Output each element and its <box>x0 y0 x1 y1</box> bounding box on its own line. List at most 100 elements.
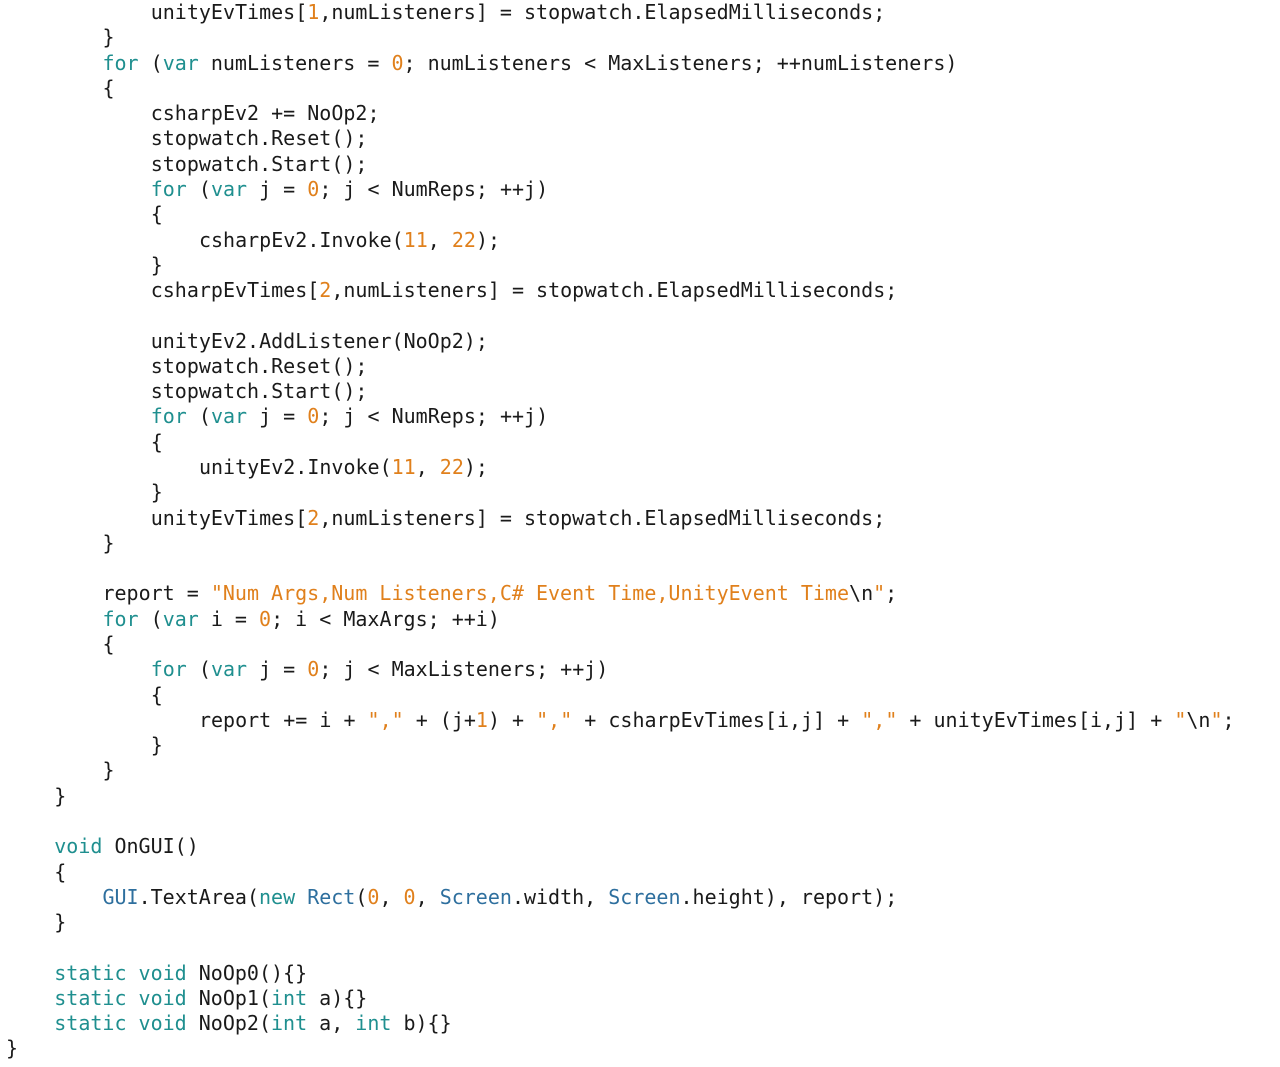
code-line: for (var j = 0; j < MaxListeners; ++j) <box>151 657 609 682</box>
number-token: 0 <box>307 176 320 201</box>
plain-token: csharpEv2.Invoke( <box>198 227 404 252</box>
plain-token: .width, <box>511 884 609 909</box>
code-line: } <box>54 784 66 809</box>
plain-token: ; numListeners < MaxListeners; ++numList… <box>403 50 958 75</box>
keyword-token: for <box>150 404 187 429</box>
code-line: for (var j = 0; j < NumReps; ++j) <box>151 177 548 202</box>
number-token: 22 <box>439 455 464 480</box>
keyword-token: new <box>259 884 296 909</box>
plain-token: ,numListeners] = stopwatch.ElapsedMillis… <box>331 278 898 303</box>
code-line: { <box>151 430 163 455</box>
number-token: 2 <box>319 278 332 303</box>
type-token: Screen <box>608 884 681 909</box>
string-token: "Num Args,Num Listeners,C# Event Time,Un… <box>210 581 850 606</box>
keyword-token: static <box>54 1011 127 1036</box>
plain-token: stopwatch.Start(); <box>150 151 368 176</box>
code-line: } <box>6 1036 18 1061</box>
number-token: 2 <box>307 505 320 530</box>
plain-token: , <box>415 884 440 909</box>
plain-token: ); <box>475 227 501 252</box>
code-line: { <box>151 683 163 708</box>
keyword-token: void <box>138 985 187 1010</box>
plain-token: stopwatch.Reset(); <box>150 353 368 378</box>
code-line: } <box>151 733 163 758</box>
plain-token: .height), report); <box>680 884 898 909</box>
plain-token: ; <box>885 581 898 606</box>
type-token: GUI <box>102 884 139 909</box>
escape-token: \n <box>849 581 874 606</box>
string-token: "," <box>536 707 573 732</box>
plain-token: unityEv2.Invoke( <box>198 455 392 480</box>
plain-token: + csharpEvTimes[i,j] + <box>572 707 862 732</box>
plain-token: NoOp0(){} <box>186 960 308 985</box>
code-line: } <box>151 253 163 278</box>
plain-token <box>126 1011 138 1035</box>
plain-token: ; i < MaxArgs; ++i) <box>271 606 500 631</box>
code-line: void OnGUI() <box>54 834 199 859</box>
code-line: unityEv2.AddListener(NoOp2); <box>151 329 488 354</box>
type-token: Screen <box>439 884 512 909</box>
plain-token: } <box>102 25 115 50</box>
plain-token: } <box>54 910 67 935</box>
plain-token: ( <box>138 606 163 631</box>
keyword-token: void <box>138 1011 187 1036</box>
code-line: report = "Num Args,Num Listeners,C# Even… <box>102 581 897 606</box>
number-token: 0 <box>307 404 320 429</box>
string-token: " <box>1210 707 1223 732</box>
plain-token: b){} <box>391 1011 452 1036</box>
code-line: stopwatch.Start(); <box>151 379 368 404</box>
plain-token: + unityEvTimes[i,j] + <box>897 707 1175 732</box>
plain-token: .TextArea( <box>138 884 260 909</box>
plain-token: , <box>379 884 404 909</box>
code-line: } <box>151 480 163 505</box>
number-token: 22 <box>451 227 476 252</box>
keyword-token: static <box>54 985 127 1010</box>
string-token: " <box>873 581 886 606</box>
plain-token: ( <box>186 404 211 429</box>
code-line: stopwatch.Reset(); <box>151 126 368 151</box>
keyword-token: var <box>162 50 199 75</box>
plain-token: numListeners = <box>198 50 392 75</box>
code-line: for (var j = 0; j < NumReps; ++j) <box>151 404 548 429</box>
number-token: 0 <box>391 50 404 75</box>
keyword-token: void <box>138 960 187 985</box>
number-token: 0 <box>307 657 320 682</box>
plain-token: { <box>54 859 67 884</box>
string-token: "," <box>861 707 898 732</box>
number-token: 11 <box>403 227 428 252</box>
code-line: static void NoOp2(int a, int b){} <box>54 1011 451 1036</box>
keyword-token: static <box>54 960 127 985</box>
plain-token: { <box>102 632 115 656</box>
plain-token: ( <box>186 176 211 201</box>
keyword-token: var <box>210 176 248 201</box>
number-token: 11 <box>391 455 416 480</box>
plain-token: } <box>150 480 163 505</box>
code-line: unityEvTimes[1,numListeners] = stopwatch… <box>151 0 886 25</box>
keyword-token: var <box>162 606 199 631</box>
keyword-token: void <box>54 834 103 859</box>
plain-token: } <box>150 733 163 758</box>
code-line: stopwatch.Start(); <box>151 152 368 177</box>
plain-token: ( <box>186 657 211 682</box>
plain-token: { <box>150 682 163 707</box>
plain-token: } <box>102 530 115 555</box>
keyword-token: for <box>102 50 139 75</box>
number-token: 1 <box>307 0 320 24</box>
code-line: csharpEv2 += NoOp2; <box>151 101 380 126</box>
code-line: } <box>102 25 114 50</box>
plain-token: NoOp2( <box>186 1011 271 1036</box>
code-line: csharpEv2.Invoke(11, 22); <box>199 228 500 253</box>
code-line: report += i + "," + (j+1) + "," + csharp… <box>199 708 1235 733</box>
plain-token: ; j < MaxListeners; ++j) <box>319 657 609 682</box>
code-line: static void NoOp0(){} <box>54 961 307 986</box>
plain-token: ; j < NumReps; ++j) <box>319 404 549 429</box>
type-token: Rect <box>307 884 356 909</box>
plain-token: stopwatch.Start(); <box>150 379 368 404</box>
code-line: } <box>102 758 114 783</box>
plain-token: ) + <box>487 707 537 732</box>
plain-token: } <box>54 783 67 808</box>
plain-token: csharpEv2 += NoOp2; <box>150 101 380 126</box>
keyword-token: for <box>150 176 187 201</box>
plain-token: report += i + <box>198 707 368 732</box>
